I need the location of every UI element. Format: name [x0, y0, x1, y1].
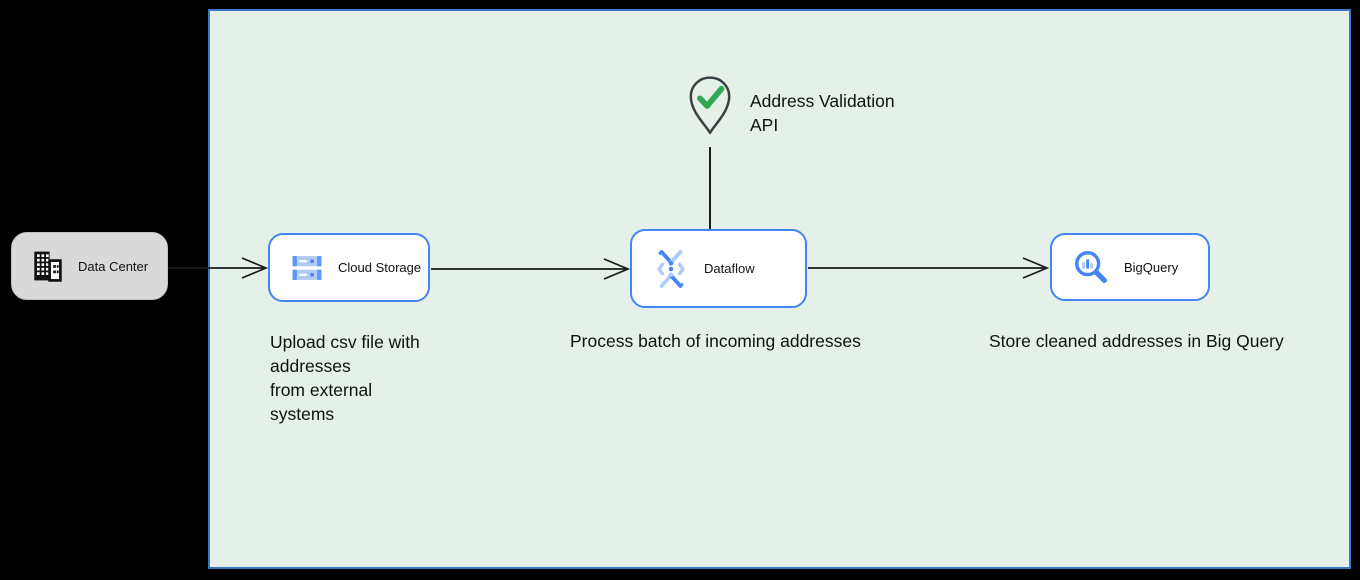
label-address-validation-api: Address Validation API	[750, 89, 895, 137]
caption-line: Upload csv file with	[270, 332, 420, 352]
map-pin-check-icon[interactable]	[686, 75, 734, 142]
dataflow-icon	[652, 248, 690, 290]
building-icon	[28, 248, 64, 284]
caption-line: API	[750, 115, 779, 135]
caption-upload: Upload csv file with addresses from exte…	[270, 330, 420, 426]
caption-process: Process batch of incoming addresses	[570, 331, 861, 351]
caption-store: Store cleaned addresses in Big Query	[989, 331, 1284, 351]
caption-line: Address Validation	[750, 91, 895, 111]
caption-line: systems	[270, 404, 335, 424]
caption-line: addresses	[270, 356, 351, 376]
node-label: Cloud Storage	[338, 260, 422, 275]
node-cloud-storage[interactable]: Cloud Storage	[268, 233, 430, 302]
node-bigquery[interactable]: BigQuery	[1050, 233, 1210, 301]
cloud-storage-icon	[290, 253, 324, 283]
node-data-center[interactable]: Data Center	[11, 232, 168, 300]
caption-line: from external	[270, 380, 373, 400]
node-label: Data Center	[78, 258, 149, 274]
node-label: BigQuery	[1124, 259, 1179, 275]
node-label: Dataflow	[704, 261, 755, 276]
node-dataflow[interactable]: Dataflow	[630, 229, 807, 308]
bigquery-icon	[1072, 248, 1110, 286]
